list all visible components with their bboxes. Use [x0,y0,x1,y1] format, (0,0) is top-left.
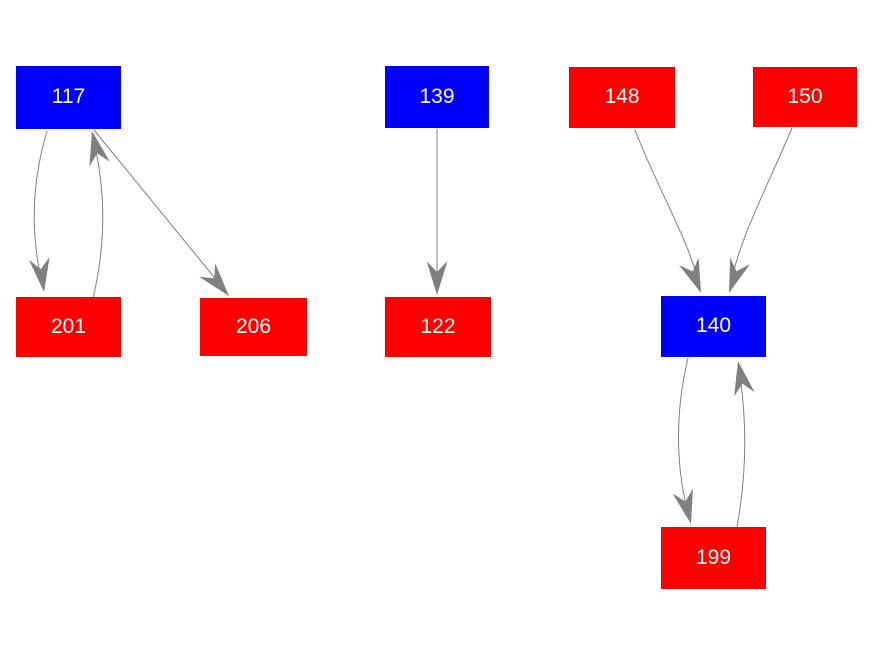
arrowhead-icon-148-140 [679,257,701,293]
arrowhead-icon-199-140 [734,361,755,397]
arrowhead-icon-150-140 [729,257,750,293]
edge-148-140 [634,129,701,291]
edge-117-206 [93,129,228,294]
arrowhead-icon-117-201 [28,256,50,292]
arrowhead-icon-201-117 [89,131,110,167]
edge-140-199 [677,357,691,522]
edge-150-140 [729,127,793,291]
arrowhead-icon-139-122 [426,261,448,295]
arrowhead-icon-117-206 [199,263,229,296]
arrowhead-icon-140-199 [672,488,693,524]
